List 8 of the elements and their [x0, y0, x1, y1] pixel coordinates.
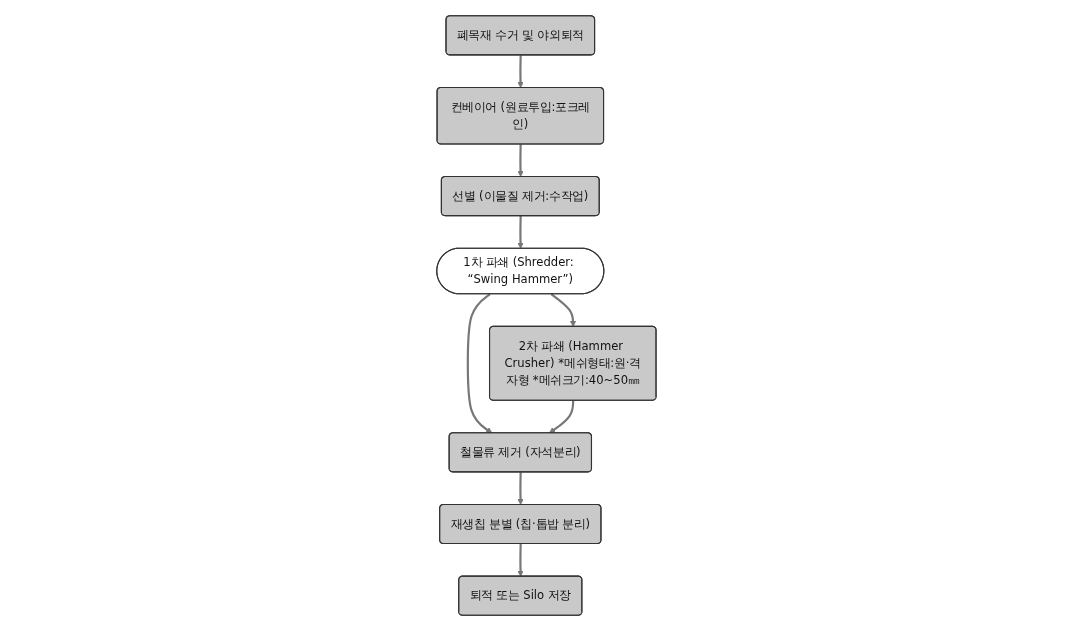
arrow	[516, 55, 524, 89]
arrow	[550, 293, 576, 327]
arrow	[548, 400, 574, 434]
arrow	[516, 144, 524, 178]
arrow	[466, 293, 492, 434]
arrow	[516, 215, 524, 249]
arrow	[516, 543, 524, 577]
arrow	[516, 472, 524, 506]
